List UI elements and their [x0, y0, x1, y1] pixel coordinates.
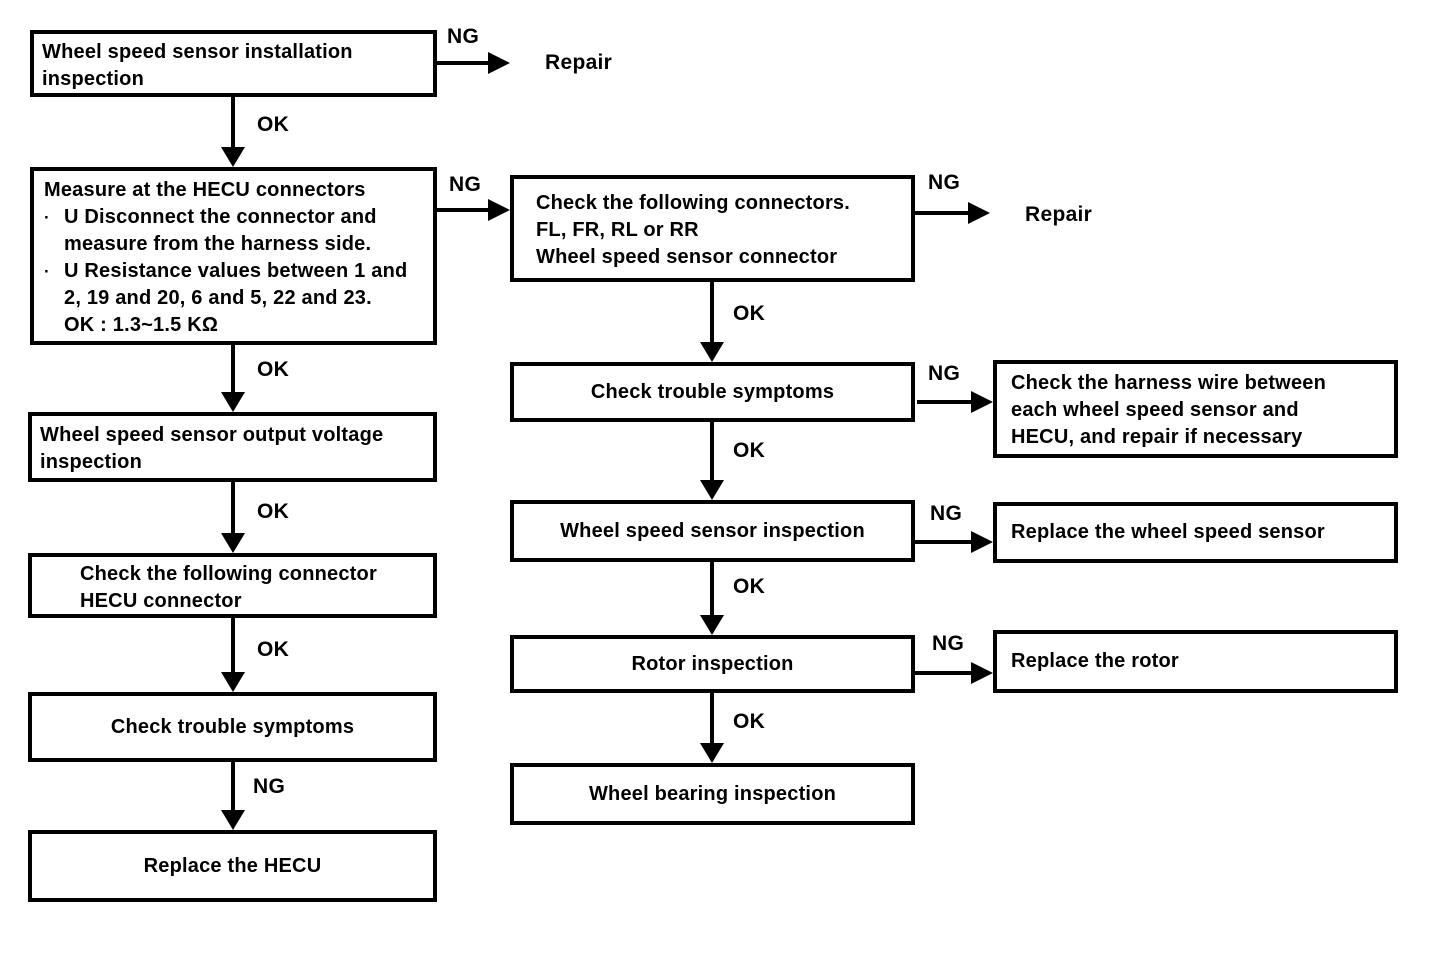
arrow-down-sensor-inspection-to-rotor	[710, 562, 714, 615]
text-line: FL, FR, RL or RR	[536, 219, 699, 241]
node-wheel-speed-sensor-inspection: Wheel speed sensor inspection	[510, 500, 915, 562]
text-line: Replace the HECU	[143, 854, 322, 877]
arrow-right-rotor-to-replace-rotor	[915, 671, 971, 675]
text-line: HECU connector	[80, 590, 242, 612]
arrow-right-sensor-inspection-to-replace-sensor	[915, 540, 971, 544]
repair-text-middle: Repair	[1025, 203, 1093, 226]
text-line: Wheel speed sensor inspection	[560, 519, 865, 542]
text-line: Check the following connector	[80, 563, 377, 585]
ok-label-output-voltage: OK	[257, 500, 290, 523]
text-line: Wheel speed sensor output voltage	[40, 424, 384, 446]
text-line: Check trouble symptoms	[590, 380, 835, 403]
text-line: Wheel speed sensor installation	[42, 41, 353, 63]
node-wheel-speed-sensor-installation-inspection: Wheel speed sensor installation inspecti…	[30, 30, 437, 97]
repair-text-top: Repair	[545, 51, 613, 74]
node-check-trouble-symptoms-middle: Check trouble symptoms	[510, 362, 915, 422]
text-line: inspection	[40, 451, 143, 473]
ng-label-installation: NG	[447, 25, 480, 48]
bullet-item: · U Resistance values between 1 and 2, 1…	[40, 258, 427, 339]
arrow-down-rotor-to-wheel-bearing	[710, 693, 714, 743]
node-check-following-connectors-fl-fr-rl-rr: Check the following connectors. FL, FR, …	[510, 175, 915, 282]
ok-label-symptoms-middle: OK	[733, 439, 766, 462]
bullet-dot-icon: ·	[44, 262, 50, 281]
ok-label-connector: OK	[257, 638, 290, 661]
arrow-down-connectors-to-symptoms	[710, 282, 714, 342]
node-wheel-speed-sensor-output-voltage-inspection: Wheel speed sensor output voltage inspec…	[28, 412, 437, 482]
text-line: Replace the rotor	[1011, 650, 1179, 672]
text-line: Rotor inspection	[631, 652, 794, 675]
ng-label-measure: NG	[449, 173, 482, 196]
text-line: measure from the harness side.	[64, 233, 372, 255]
ok-label-check-connectors: OK	[733, 302, 766, 325]
ok-label-sensor-inspection: OK	[733, 575, 766, 598]
text-line: HECU, and repair if necessary	[1011, 426, 1303, 448]
node-check-harness-wire: Check the harness wire between each whee…	[993, 360, 1398, 458]
arrow-down-symptoms-to-sensor-inspection	[710, 422, 714, 480]
ng-label-check-connectors: NG	[928, 171, 961, 194]
text-line: Wheel bearing inspection	[588, 782, 837, 805]
text-line: Measure at the HECU connectors	[44, 179, 366, 201]
text-line: OK : 1.3~1.5 KΩ	[64, 314, 219, 336]
arrow-right-connectors-to-repair	[915, 211, 968, 215]
ok-label-installation: OK	[257, 113, 290, 136]
ng-label-symptoms-middle: NG	[928, 362, 961, 385]
arrow-down-symptoms-to-replace-hecu	[231, 762, 235, 810]
ok-label-rotor: OK	[733, 710, 766, 733]
arrow-right-measure-to-check-connectors	[437, 208, 488, 212]
bullet-item: · U Disconnect the connector and measure…	[40, 204, 427, 258]
node-rotor-inspection: Rotor inspection	[510, 635, 915, 693]
arrow-down-output-voltage-to-connector	[231, 482, 235, 533]
ok-label-measure: OK	[257, 358, 290, 381]
arrow-right-installation-to-repair	[437, 61, 488, 65]
arrow-right-symptoms-to-harness	[917, 400, 971, 404]
text-line: U Resistance values between 1 and	[64, 260, 408, 282]
arrow-down-measure-to-output-voltage	[231, 345, 235, 392]
text-line: Wheel speed sensor connector	[536, 246, 838, 268]
arrow-down-installation-to-measure	[231, 97, 235, 147]
ng-label-rotor: NG	[932, 632, 965, 655]
node-wheel-bearing-inspection: Wheel bearing inspection	[510, 763, 915, 825]
text-line: Check the harness wire between	[1011, 372, 1327, 394]
text-line: Check trouble symptoms	[110, 715, 355, 738]
node-check-trouble-symptoms-left: Check trouble symptoms	[28, 692, 437, 762]
text-line: Check the following connectors.	[536, 192, 851, 214]
text-line: Replace the wheel speed sensor	[1011, 521, 1325, 543]
node-replace-wheel-speed-sensor: Replace the wheel speed sensor	[993, 502, 1398, 563]
node-replace-the-rotor: Replace the rotor	[993, 630, 1398, 693]
text-line: each wheel speed sensor and	[1011, 399, 1299, 421]
text-line: inspection	[42, 68, 145, 90]
text-line: 2, 19 and 20, 6 and 5, 22 and 23.	[64, 287, 372, 309]
node-replace-the-hecu: Replace the HECU	[28, 830, 437, 902]
node-measure-at-hecu-connectors: Measure at the HECU connectors · U Disco…	[30, 167, 437, 345]
arrow-down-connector-to-symptoms	[231, 618, 235, 672]
ng-label-sensor-inspection: NG	[930, 502, 963, 525]
node-check-following-connector-hecu: Check the following connector HECU conne…	[28, 553, 437, 618]
bullet-dot-icon: ·	[44, 208, 50, 227]
text-line: U Disconnect the connector and	[64, 206, 377, 228]
ng-label-symptoms-left: NG	[253, 775, 286, 798]
